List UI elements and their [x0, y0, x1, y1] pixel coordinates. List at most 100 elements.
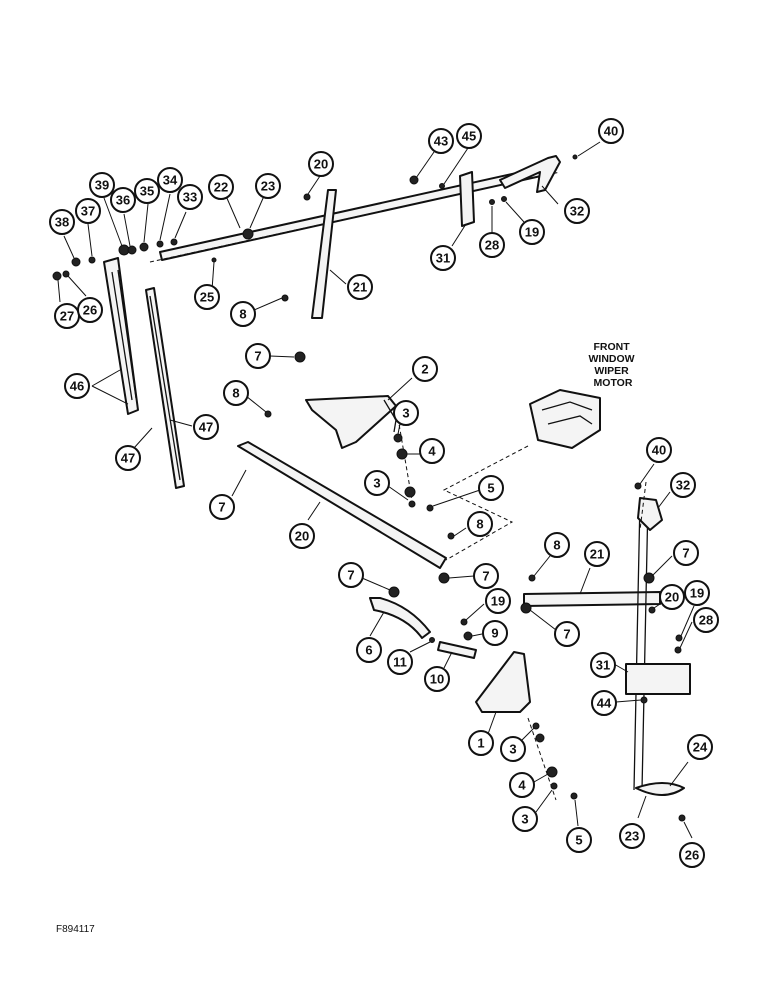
leader-20: [307, 501, 321, 521]
callout-37-15: 37: [75, 198, 101, 224]
leader-8-upper: [253, 297, 283, 311]
leader-38: [103, 197, 123, 247]
callout-number: 7: [482, 569, 489, 584]
leader-45-b: [91, 385, 129, 405]
bushing-37: [127, 245, 137, 255]
callout-26-57: 26: [679, 842, 705, 868]
callout-47-59: 47: [115, 445, 141, 471]
callout-23-5: 23: [255, 173, 281, 199]
hardware-axis-right: [639, 481, 647, 531]
callout-number: 45: [462, 129, 476, 144]
callout-number: 6: [365, 643, 372, 658]
leader-32-right: [679, 621, 693, 649]
nut-43-right: [634, 482, 642, 490]
callout-27-17: 27: [54, 303, 80, 329]
callout-circle: [679, 842, 705, 868]
leader-19-right: [680, 605, 695, 637]
callout-number: 5: [487, 481, 494, 496]
callout-circle: [223, 380, 249, 406]
callout-3-27: 3: [364, 470, 390, 496]
leader-44-top: [443, 147, 469, 185]
leader-3-b: [387, 485, 409, 501]
bushing-7-left: [388, 586, 400, 598]
leader-7-right-a: [529, 609, 557, 631]
callout-number: 9: [491, 626, 498, 641]
leader-1: [487, 711, 497, 735]
callout-25-19: 25: [194, 284, 220, 310]
callout-7-32: 7: [338, 562, 364, 588]
leader-10: [443, 651, 453, 669]
bushing-7-lower: [438, 572, 450, 584]
washer-19-right: [675, 634, 683, 642]
callout-circle: [209, 494, 235, 520]
callout-22-4: 22: [208, 174, 234, 200]
leader-24-right: [613, 663, 629, 673]
callout-7-47: 7: [673, 540, 699, 566]
callout-32-9: 32: [564, 198, 590, 224]
callout-number: 26: [83, 303, 97, 318]
upper-tube-bracket: [459, 171, 475, 227]
callout-35-12: 35: [134, 178, 160, 204]
callout-26-18: 26: [77, 297, 103, 323]
callout-4-26: 4: [419, 438, 445, 464]
leader-7-mid: [231, 469, 247, 497]
callout-number: 40: [604, 124, 618, 139]
nut-8-upper: [281, 294, 289, 302]
callout-circle: [89, 172, 115, 198]
bushing-4-b: [404, 486, 416, 498]
callout-19-34: 19: [485, 588, 511, 614]
callout-8-21: 8: [230, 301, 256, 327]
callout-9-35: 9: [482, 620, 508, 646]
leader-23-top: [307, 175, 321, 195]
callout-circle: [500, 736, 526, 762]
washer-19-mid: [460, 618, 468, 626]
nut-11: [429, 637, 435, 643]
callout-number: 3: [402, 406, 409, 421]
motor-label-line-2: WINDOW: [589, 353, 635, 365]
callout-number: 32: [570, 204, 584, 219]
callout-circle: [364, 470, 390, 496]
callout-11-37: 11: [387, 649, 413, 675]
callout-circle: [659, 584, 685, 610]
leader-22: [329, 269, 347, 285]
leader-39: [87, 223, 93, 257]
bushing-7-right-a: [520, 602, 532, 614]
callout-5-28: 5: [478, 475, 504, 501]
callout-7-33: 7: [473, 563, 499, 589]
leader-19-mid: [465, 603, 485, 621]
callout-circle: [482, 620, 508, 646]
leader-5-b: [574, 799, 579, 827]
callout-28-7: 28: [479, 232, 505, 258]
bushing-4-c: [535, 733, 545, 743]
callout-circle: [230, 301, 256, 327]
callout-number: 21: [590, 547, 604, 562]
callout-number: 7: [682, 546, 689, 561]
callout-7-29: 7: [209, 494, 235, 520]
callout-circle: [598, 118, 624, 144]
callout-number: 26: [685, 848, 699, 863]
callout-number: 4: [518, 778, 526, 793]
callout-4-41: 4: [509, 772, 535, 798]
callout-circle: [157, 167, 183, 193]
nut-28: [52, 271, 62, 281]
leader-8-right: [533, 555, 551, 577]
washer-44-right: [640, 696, 648, 704]
callout-circle: [424, 666, 450, 692]
nut-5-b: [570, 792, 578, 800]
leader-40: [63, 235, 75, 259]
callout-circle: [419, 438, 445, 464]
leader-43-right: [639, 463, 655, 485]
leader-28: [57, 279, 61, 303]
callout-circle: [208, 174, 234, 200]
leader-7-left: [361, 577, 391, 591]
callout-circle: [670, 472, 696, 498]
callout-circle: [456, 123, 482, 149]
callout-circle: [428, 128, 454, 154]
callout-circle: [338, 562, 364, 588]
callout-circle: [193, 414, 219, 440]
leader-19-top: [505, 201, 525, 223]
leader-43-top: [577, 141, 601, 157]
callout-circle: [467, 511, 493, 537]
bracket-26-top: [242, 228, 254, 240]
